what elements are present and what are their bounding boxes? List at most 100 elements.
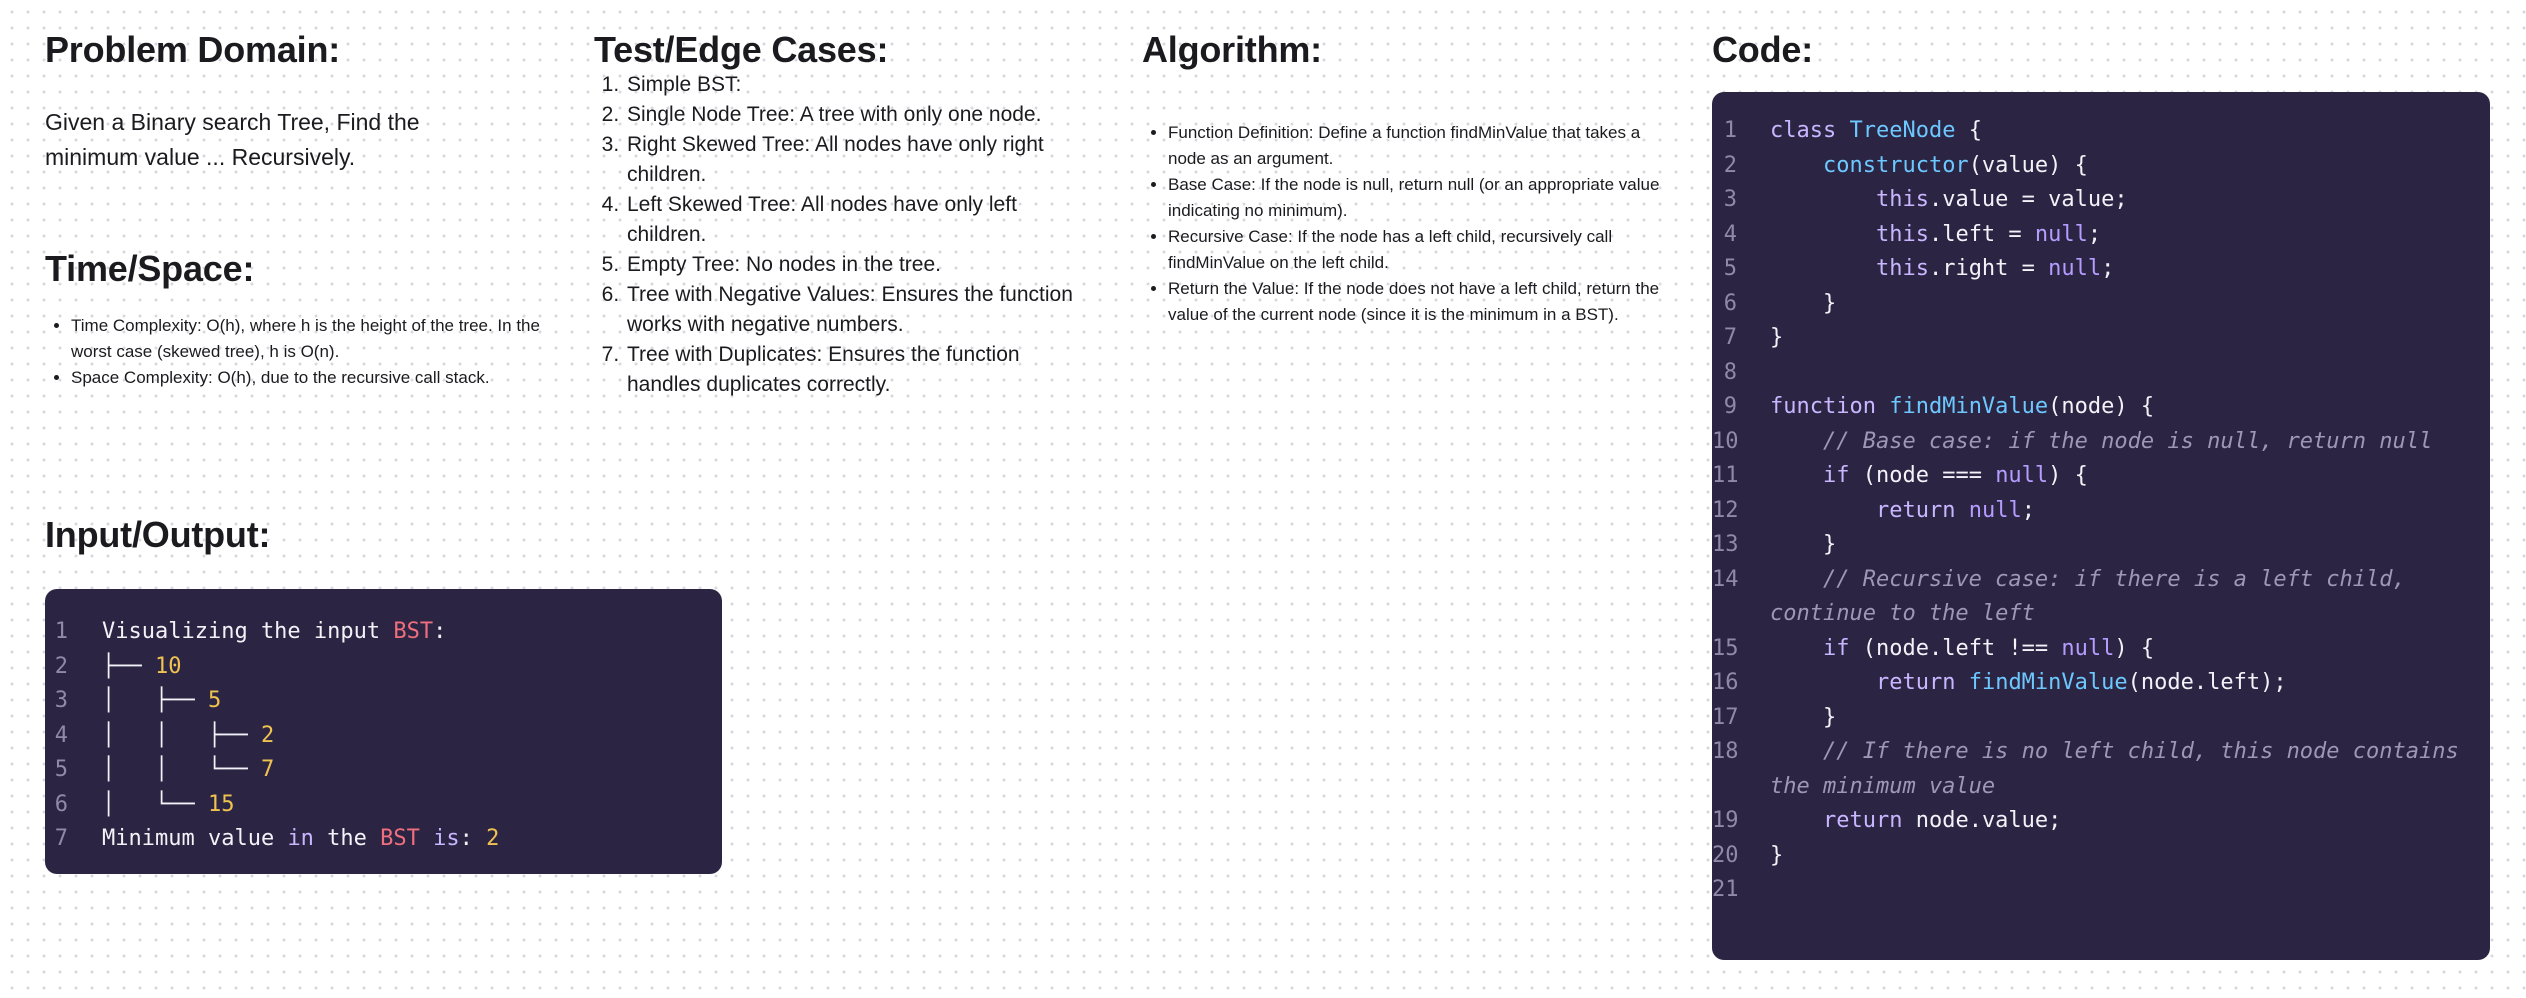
line-number: 21 bbox=[1712, 877, 1739, 902]
code-text: Minimum value in the BST is: 2 bbox=[102, 822, 722, 857]
code-line: 18 // If there is no left child, this no… bbox=[1712, 735, 2462, 804]
code-text: constructor(value) { bbox=[1770, 149, 2462, 184]
line-number: 7 bbox=[54, 826, 68, 851]
code-line: 5 this.right = null; bbox=[1712, 252, 2462, 287]
code-text: // If there is no left child, this node … bbox=[1770, 735, 2462, 804]
code-token: return bbox=[1822, 808, 1903, 833]
algorithm-step-item: Base Case: If the node is null, return n… bbox=[1168, 172, 1668, 224]
code-text: } bbox=[1770, 701, 2462, 736]
code-token: ) { bbox=[2048, 463, 2088, 488]
code-token: 2 bbox=[260, 722, 275, 748]
code-line: 6│ └── 15 bbox=[45, 788, 722, 823]
code-token bbox=[1770, 498, 1876, 523]
code-token: ├── bbox=[102, 653, 155, 679]
code-text: } bbox=[1770, 321, 2462, 356]
line-number: 1 bbox=[1723, 118, 1737, 143]
code-text bbox=[1770, 873, 2462, 908]
code-line: 17 } bbox=[1712, 701, 2462, 736]
line-number: 17 bbox=[1712, 704, 1739, 730]
space-complexity-item: Space Complexity: O(h), due to the recur… bbox=[71, 365, 576, 391]
code-token bbox=[1770, 187, 1876, 212]
code-text: return node.value; bbox=[1770, 804, 2462, 839]
code-text: if (node === null) { bbox=[1770, 459, 2462, 494]
code-token: null bbox=[2048, 256, 2102, 281]
code-line: 20} bbox=[1712, 839, 2462, 874]
code-token: (node.left !== bbox=[1849, 635, 2062, 661]
code-line: 11 if (node === null) { bbox=[1712, 459, 2462, 494]
code-text: │ └── 15 bbox=[102, 788, 722, 823]
problem-domain-title: Problem Domain: bbox=[45, 29, 341, 70]
code-token: findMinValue bbox=[1968, 670, 2128, 695]
code-line: 13 } bbox=[1712, 528, 2462, 563]
code-token: null bbox=[1995, 463, 2049, 488]
code-token: findMinValue bbox=[1889, 394, 2049, 419]
test-case-item: Empty Tree: No nodes in the tree. bbox=[625, 250, 1095, 280]
input-output-title: Input/Output: bbox=[45, 514, 271, 555]
code-token: return bbox=[1875, 497, 1956, 523]
algorithm-step-item: Return the Value: If the node does not h… bbox=[1168, 276, 1668, 328]
code-token: │ ├── bbox=[102, 688, 208, 713]
code-token: is bbox=[433, 826, 460, 851]
line-number: 2 bbox=[54, 653, 68, 679]
code-token: ) { bbox=[2114, 635, 2155, 661]
code-text: function findMinValue(node) { bbox=[1770, 390, 2462, 425]
line-number: 1 bbox=[54, 619, 68, 644]
code-text: this.left = null; bbox=[1770, 218, 2462, 253]
code-token: 5 bbox=[207, 688, 222, 713]
code-line: 21 bbox=[1712, 873, 2462, 908]
line-number: 2 bbox=[1723, 152, 1737, 178]
code-text: // Recursive case: if there is a left ch… bbox=[1770, 563, 2462, 632]
code-token: this bbox=[1875, 256, 1929, 281]
code-token bbox=[1770, 567, 1823, 592]
code-token: : bbox=[459, 826, 487, 851]
code-text: Visualizing the input BST: bbox=[102, 615, 722, 650]
code-token: BST bbox=[380, 826, 420, 851]
code-token bbox=[1770, 463, 1823, 488]
test-cases-title: Test/Edge Cases: bbox=[594, 29, 889, 70]
code-line: 2 ├── 10 bbox=[45, 650, 722, 685]
code-token bbox=[1770, 222, 1876, 247]
code-token bbox=[1955, 498, 1968, 523]
code-token: BST bbox=[393, 619, 434, 644]
code-token: } bbox=[1770, 532, 1837, 557]
test-case-item: Right Skewed Tree: All nodes have only r… bbox=[625, 130, 1095, 190]
code-line: 4 this.left = null; bbox=[1712, 218, 2462, 253]
code-text: │ │ ├── 2 bbox=[102, 719, 722, 754]
code-token: Visualizing the input bbox=[102, 619, 394, 644]
code-token: this bbox=[1875, 221, 1929, 247]
code-text: │ ├── 5 bbox=[102, 684, 722, 719]
code-text: this.value = value; bbox=[1770, 183, 2462, 218]
code-token: .value = value; bbox=[1928, 187, 2128, 212]
code-token: node.value; bbox=[1902, 808, 2062, 833]
line-number: 18 bbox=[1712, 739, 1739, 764]
code-token bbox=[1955, 670, 1968, 695]
code-token: ; bbox=[2101, 256, 2115, 281]
code-token: 10 bbox=[154, 653, 182, 679]
code-token bbox=[1770, 739, 1823, 764]
line-number: 16 bbox=[1712, 670, 1739, 695]
code-title: Code: bbox=[1712, 29, 1813, 70]
code-token: (value) { bbox=[1968, 152, 2088, 178]
code-token: class bbox=[1770, 118, 1850, 143]
code-line: 10 // Base case: if the node is null, re… bbox=[1712, 425, 2462, 460]
code-text: ├── 10 bbox=[102, 650, 722, 685]
code-token: (node === bbox=[1849, 463, 1996, 488]
code-token: } bbox=[1770, 704, 1837, 730]
code-token bbox=[1770, 808, 1823, 833]
problem-domain-text: Given a Binary search Tree, Find the min… bbox=[45, 109, 420, 170]
line-number: 3 bbox=[1723, 187, 1737, 212]
code-token: null bbox=[2061, 635, 2115, 661]
time-complexity-item: Time Complexity: O(h), where h is the he… bbox=[71, 313, 576, 365]
code-token: 7 bbox=[260, 757, 275, 782]
code-token: .left = bbox=[1928, 221, 2035, 247]
code-text: } bbox=[1770, 839, 2462, 874]
code-line: 12 return null; bbox=[1712, 494, 2462, 529]
line-number: 11 bbox=[1712, 463, 1739, 488]
line-number: 12 bbox=[1712, 497, 1739, 523]
code-line: 16 return findMinValue(node.left); bbox=[1712, 666, 2462, 701]
code-token bbox=[1770, 153, 1823, 178]
code-token: 2 bbox=[486, 826, 500, 851]
